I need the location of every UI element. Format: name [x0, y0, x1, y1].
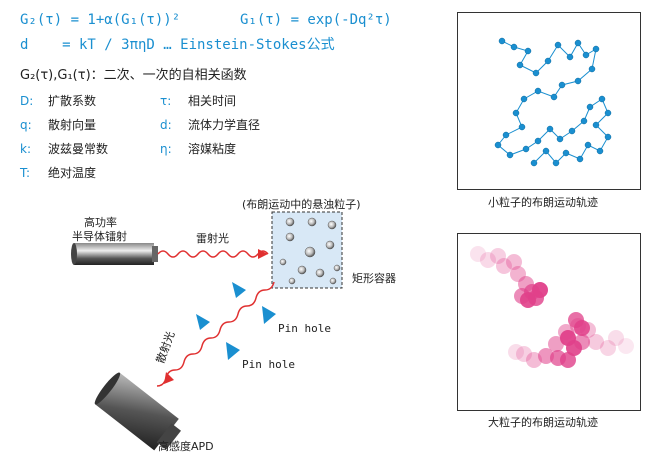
legend-tau: τ:相关时间 — [160, 94, 237, 108]
particle-icons — [279, 217, 341, 285]
small-trajectory — [494, 37, 612, 167]
formula-g1: G₁(τ) = exp(-Dq²τ) — [240, 12, 392, 28]
legend-D: D:扩散系数 — [20, 94, 97, 108]
laser-icon — [71, 243, 158, 265]
legend-T: T:绝对温度 — [20, 166, 97, 180]
laser-arrow — [258, 249, 268, 259]
laser-beam — [157, 250, 269, 258]
scatter-arrow — [164, 372, 174, 384]
particles-title: (布朗运动中的悬浊粒子) — [242, 198, 361, 211]
small-particle-panel — [457, 12, 641, 190]
pinhole-1-icon — [232, 282, 276, 324]
formula-description: G₂(τ),G₁(τ)：二次、一次的自相关函数 — [20, 68, 247, 83]
legend-eta: η:溶媒粘度 — [160, 142, 237, 156]
large-particle-panel — [457, 233, 641, 411]
pinhole-1-label: Pin hole — [278, 322, 331, 335]
formula-einstein-stokes: d = kT / 3πηD … Einstein-Stokes公式 — [20, 37, 335, 53]
container-label: 矩形容器 — [352, 272, 396, 285]
legend-d: d:流体力学直径 — [160, 118, 261, 132]
laser-label-1: 高功率 — [84, 216, 117, 229]
apd-label: 高感度APD — [158, 440, 214, 453]
small-caption: 小粒子的布朗运动轨迹 — [488, 196, 598, 209]
large-caption: 大粒子的布朗运动轨迹 — [488, 416, 598, 429]
formula-g2: G₂(τ) = 1+α(G₁(τ))² — [20, 12, 181, 28]
pinhole-2-icon — [196, 314, 240, 360]
laser-label-2: 半导体镭射 — [72, 230, 127, 243]
apd-icon — [94, 372, 182, 451]
pinhole-2-label: Pin hole — [242, 358, 295, 371]
laser-light-label: 雷射光 — [196, 232, 229, 245]
legend-k: k:波兹曼常数 — [20, 142, 109, 156]
legend-q: q:散射向量 — [20, 118, 97, 132]
scatter-beam — [156, 281, 275, 387]
large-trajectory — [470, 246, 634, 368]
